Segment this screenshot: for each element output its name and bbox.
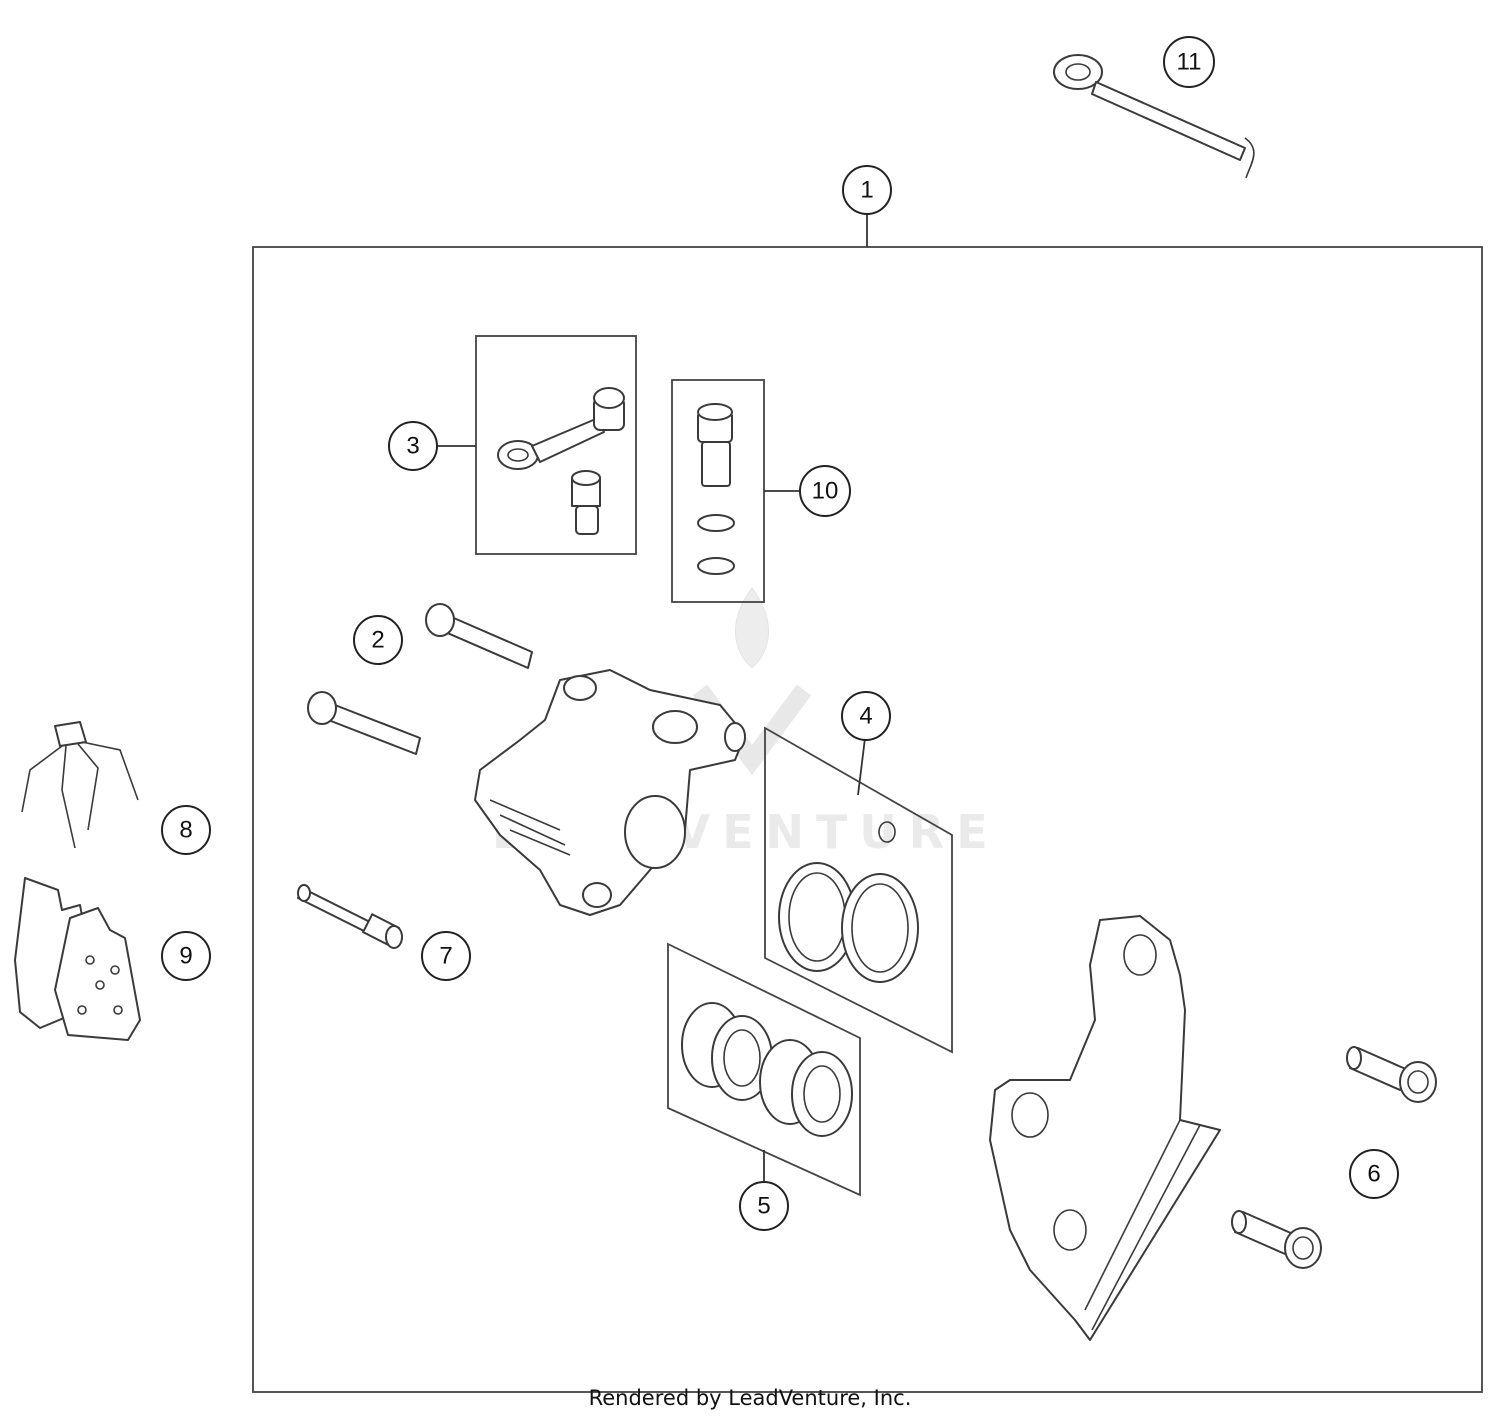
pad-spring-part [21, 721, 139, 849]
callout-3: 3 [388, 421, 438, 471]
bleeder-kit-box [475, 335, 637, 555]
callout-5-label: 5 [757, 1193, 770, 1220]
callout-8: 8 [161, 805, 211, 855]
callout-9-label: 9 [179, 943, 192, 970]
callout-10: 10 [799, 465, 851, 517]
caliper-pins-part [307, 603, 533, 755]
callout-10-label: 10 [812, 478, 839, 505]
callout-3-label: 3 [406, 433, 419, 460]
leader-4 [857, 737, 866, 796]
pin-bolt-part [297, 884, 403, 949]
callout-1-label: 1 [860, 177, 873, 204]
callout-2: 2 [353, 615, 403, 665]
callout-11-label: 11 [1177, 49, 1202, 76]
render-credit: Rendered by LeadVenture, Inc. [588, 1386, 912, 1410]
pistons-part [667, 942, 861, 1197]
callout-7: 7 [421, 931, 471, 981]
callout-7-label: 7 [439, 943, 452, 970]
callout-11: 11 [1163, 36, 1215, 88]
callout-6-label: 6 [1367, 1161, 1380, 1188]
callout-2-label: 2 [371, 627, 384, 654]
callout-4-label: 4 [859, 703, 872, 730]
bleeder-kit-part [497, 387, 625, 535]
seal-kit-part [764, 726, 953, 1054]
brake-caliper-body [474, 669, 746, 916]
callout-4: 4 [841, 691, 891, 741]
bracket-bolts-part [1231, 1046, 1437, 1269]
brake-pads-part [14, 877, 141, 1041]
callout-9: 9 [161, 931, 211, 981]
callout-1: 1 [842, 165, 892, 215]
brake-line-part [1053, 54, 1255, 179]
callout-5: 5 [739, 1181, 789, 1231]
caliper-bracket-part [989, 915, 1221, 1341]
bleed-screw-part [697, 403, 735, 575]
callout-8-label: 8 [179, 817, 192, 844]
callout-6: 6 [1349, 1149, 1399, 1199]
